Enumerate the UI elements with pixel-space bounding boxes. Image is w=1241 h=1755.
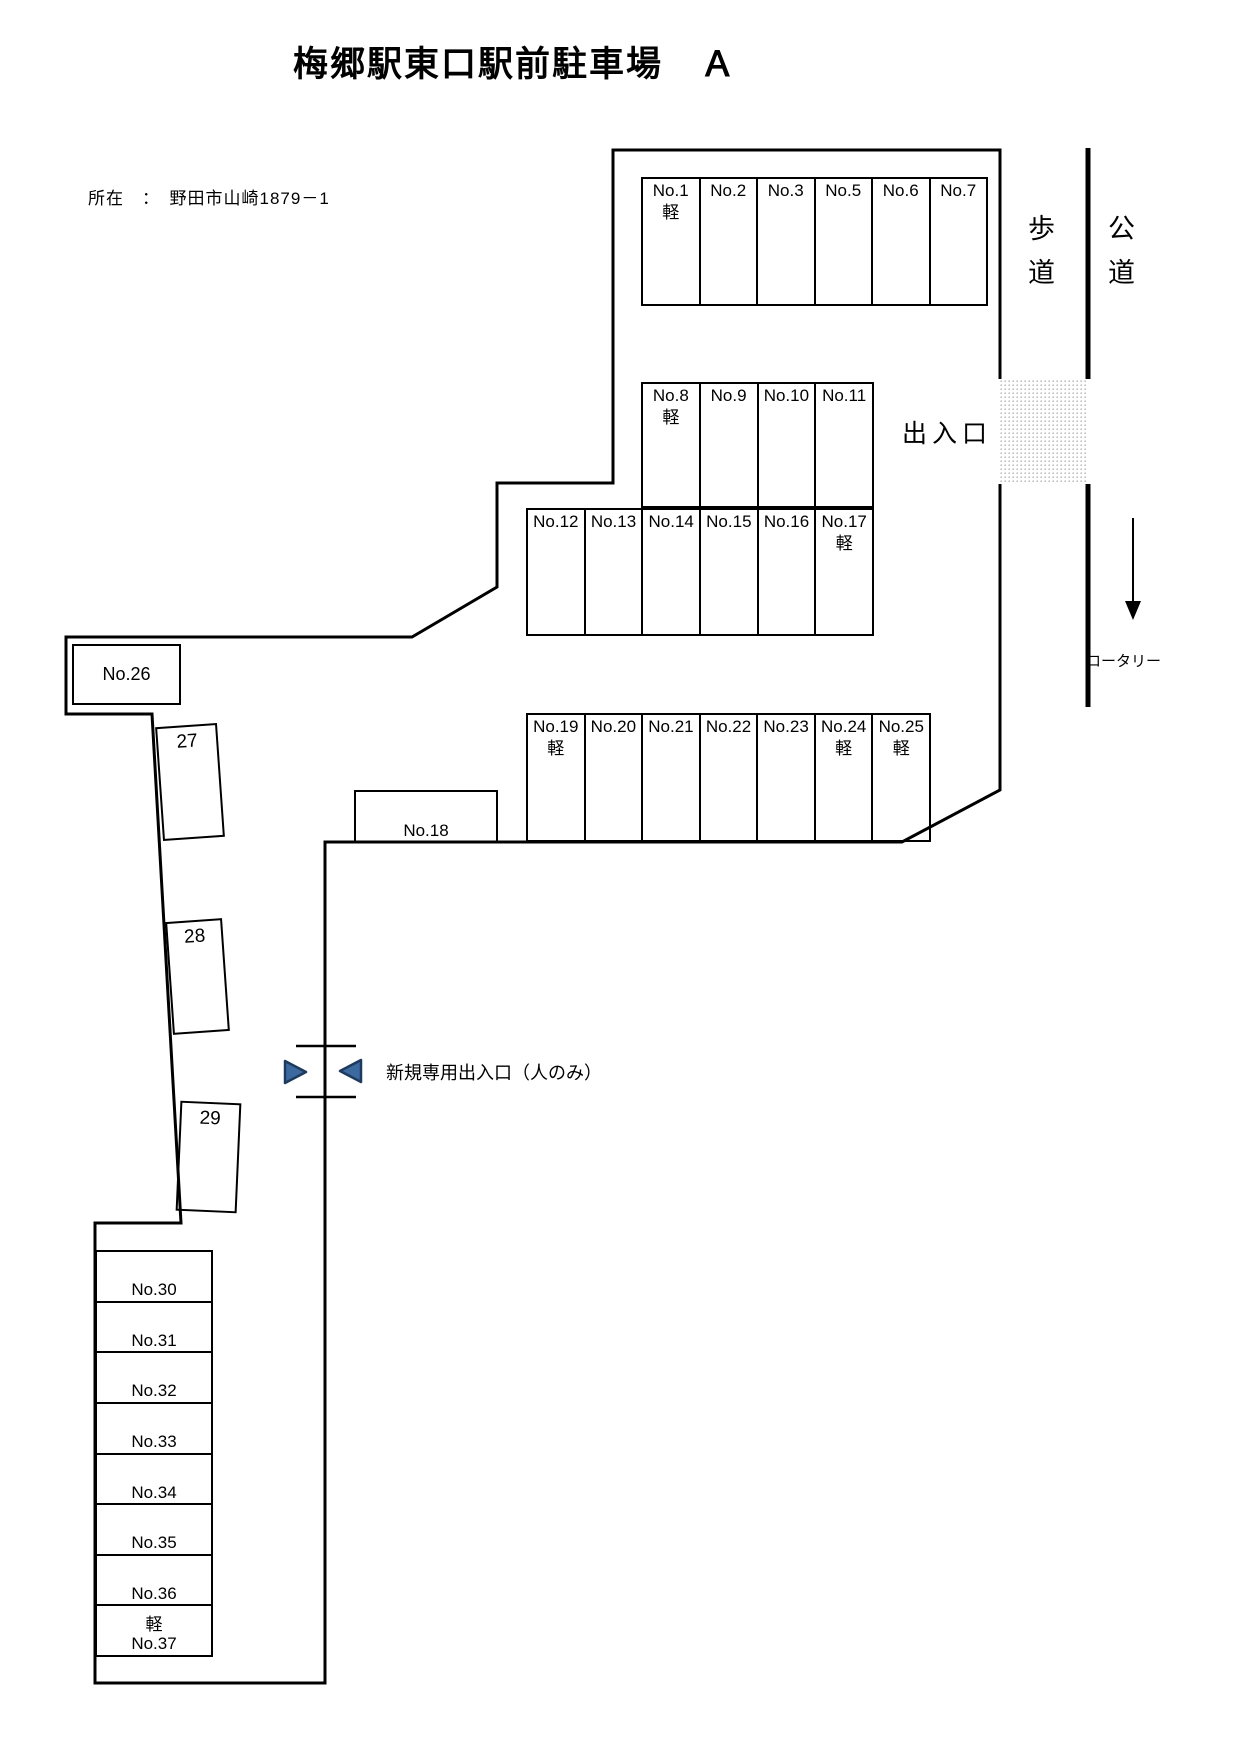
public-road-label: 公 道 — [1108, 216, 1135, 287]
address-text: 所在 ： 野田市山崎1879－1 — [88, 189, 330, 208]
space-number: No.20 — [590, 717, 637, 736]
kei-tag: 軽 — [145, 1614, 163, 1634]
public-road-char-2: 道 — [1108, 258, 1135, 288]
space-28: 28 — [165, 918, 230, 1035]
space-no32: No.32 — [97, 1351, 211, 1402]
pedestrian-marker-left-icon — [338, 1058, 363, 1084]
space-number: No.23 — [763, 717, 809, 736]
space-number: No.36 — [131, 1583, 177, 1603]
kei-tag: 軽 — [835, 739, 853, 759]
rotary-label: ロータリー — [1086, 653, 1162, 670]
space-number: No.1 — [652, 181, 689, 200]
rotary-arrow-head-icon — [1125, 601, 1141, 620]
space-no18: No.18 — [354, 790, 498, 843]
entrance-label: 出入口 — [902, 420, 993, 448]
space-no2: No.2 — [698, 179, 757, 304]
space-number: No.5 — [825, 181, 862, 200]
space-no11: No.11 — [814, 384, 872, 506]
public-road-char-1: 公 — [1108, 214, 1135, 244]
space-no6: No.6 — [871, 179, 929, 304]
space-no12: No.12 — [528, 510, 584, 634]
space-number: No.10 — [763, 386, 810, 405]
space-number: No.16 — [763, 512, 810, 531]
space-number: No.14 — [648, 512, 694, 531]
space-number: No.25 — [878, 717, 924, 736]
sidewalk-label: 歩 道 — [1028, 216, 1055, 287]
space-number: 27 — [175, 730, 199, 753]
space-no22: No.22 — [698, 715, 757, 840]
entrance-hatch — [1000, 379, 1088, 484]
space-no19: No.19 軽 — [528, 715, 584, 840]
space-no5: No.5 — [813, 179, 872, 304]
space-number: No.9 — [710, 386, 747, 405]
space-number: No.15 — [706, 512, 752, 531]
space-no21: No.21 — [641, 715, 699, 840]
space-no15: No.15 — [699, 510, 757, 634]
pedestrian-marker-right-icon — [283, 1059, 308, 1085]
space-no37: 軽 No.37 — [97, 1604, 211, 1655]
space-number: No.7 — [940, 181, 977, 200]
space-number: No.33 — [131, 1431, 177, 1451]
space-no17: No.17 軽 — [814, 510, 872, 634]
space-number: No.17 — [821, 512, 867, 531]
space-number: 28 — [183, 925, 206, 948]
pedestrian-entrance-label: 新規専用出入口（人のみ） — [386, 1063, 602, 1083]
space-29: 29 — [175, 1100, 242, 1214]
space-no3: No.3 — [756, 179, 814, 304]
space-number: 29 — [199, 1107, 222, 1130]
space-number: No.19 — [533, 717, 579, 736]
space-number: No.22 — [705, 717, 752, 736]
sidewalk-char-2: 道 — [1028, 258, 1055, 288]
space-no24: No.24 軽 — [813, 715, 872, 840]
kei-tag: 軽 — [892, 739, 910, 759]
space-no33: No.33 — [97, 1401, 211, 1453]
space-no35: No.35 — [97, 1503, 211, 1554]
space-no8: No.8 軽 — [643, 384, 699, 506]
parking-row-3: No.12 No.13 No.14 No.15 No.16 No.17 軽 — [526, 508, 874, 636]
space-no1: No.1 軽 — [643, 179, 699, 304]
space-number: No.11 — [822, 386, 867, 405]
space-no25: No.25 軽 — [871, 715, 929, 840]
space-no9: No.9 — [698, 384, 757, 506]
parking-column-30-37: No.30 No.31 No.32 No.33 No.34 No.35 No.3… — [95, 1250, 213, 1657]
space-no34: No.34 — [97, 1452, 211, 1504]
space-number: No.2 — [710, 181, 747, 200]
space-number: No.21 — [648, 717, 694, 736]
space-number: No.32 — [131, 1381, 177, 1401]
space-no31: No.31 — [97, 1300, 211, 1352]
parking-row-4: No.19 軽 No.20 No.21 No.22 No.23 No.24 軽 … — [526, 713, 931, 842]
kei-tag: 軽 — [835, 534, 853, 554]
sidewalk-char-1: 歩 — [1028, 214, 1055, 244]
space-number: No.26 — [102, 664, 151, 684]
space-number: No.8 — [652, 386, 689, 405]
kei-tag: 軽 — [662, 408, 680, 428]
space-number: No.31 — [131, 1330, 177, 1350]
space-no26: No.26 — [72, 644, 181, 705]
space-no16: No.16 — [756, 510, 815, 634]
space-number: No.13 — [590, 512, 637, 531]
space-no30: No.30 — [97, 1252, 211, 1301]
space-number: No.24 — [820, 717, 867, 736]
space-number: No.37 — [131, 1634, 177, 1654]
parking-row-2: No.8 軽 No.9 No.10 No.11 — [641, 382, 874, 508]
space-no13: No.13 — [583, 510, 642, 634]
space-no14: No.14 — [641, 510, 699, 634]
space-no36: No.36 — [97, 1553, 211, 1605]
space-number: No.18 — [403, 820, 449, 840]
kei-tag: 軽 — [547, 739, 565, 759]
space-no7: No.7 — [928, 179, 987, 304]
space-number: No.30 — [131, 1280, 177, 1300]
space-number: No.6 — [882, 181, 919, 200]
space-no10: No.10 — [756, 384, 815, 506]
kei-tag: 軽 — [662, 203, 680, 223]
space-number: No.35 — [131, 1533, 177, 1553]
parking-row-1: No.1 軽 No.2 No.3 No.5 No.6 No.7 — [641, 177, 988, 306]
space-no23: No.23 — [756, 715, 814, 840]
space-number: No.12 — [533, 512, 579, 531]
space-no20: No.20 — [583, 715, 642, 840]
page-title: 梅郷駅東口駅前駐車場 Ａ — [292, 45, 737, 84]
space-27: 27 — [155, 722, 225, 842]
space-number: No.34 — [131, 1482, 177, 1502]
space-number: No.3 — [767, 181, 804, 200]
